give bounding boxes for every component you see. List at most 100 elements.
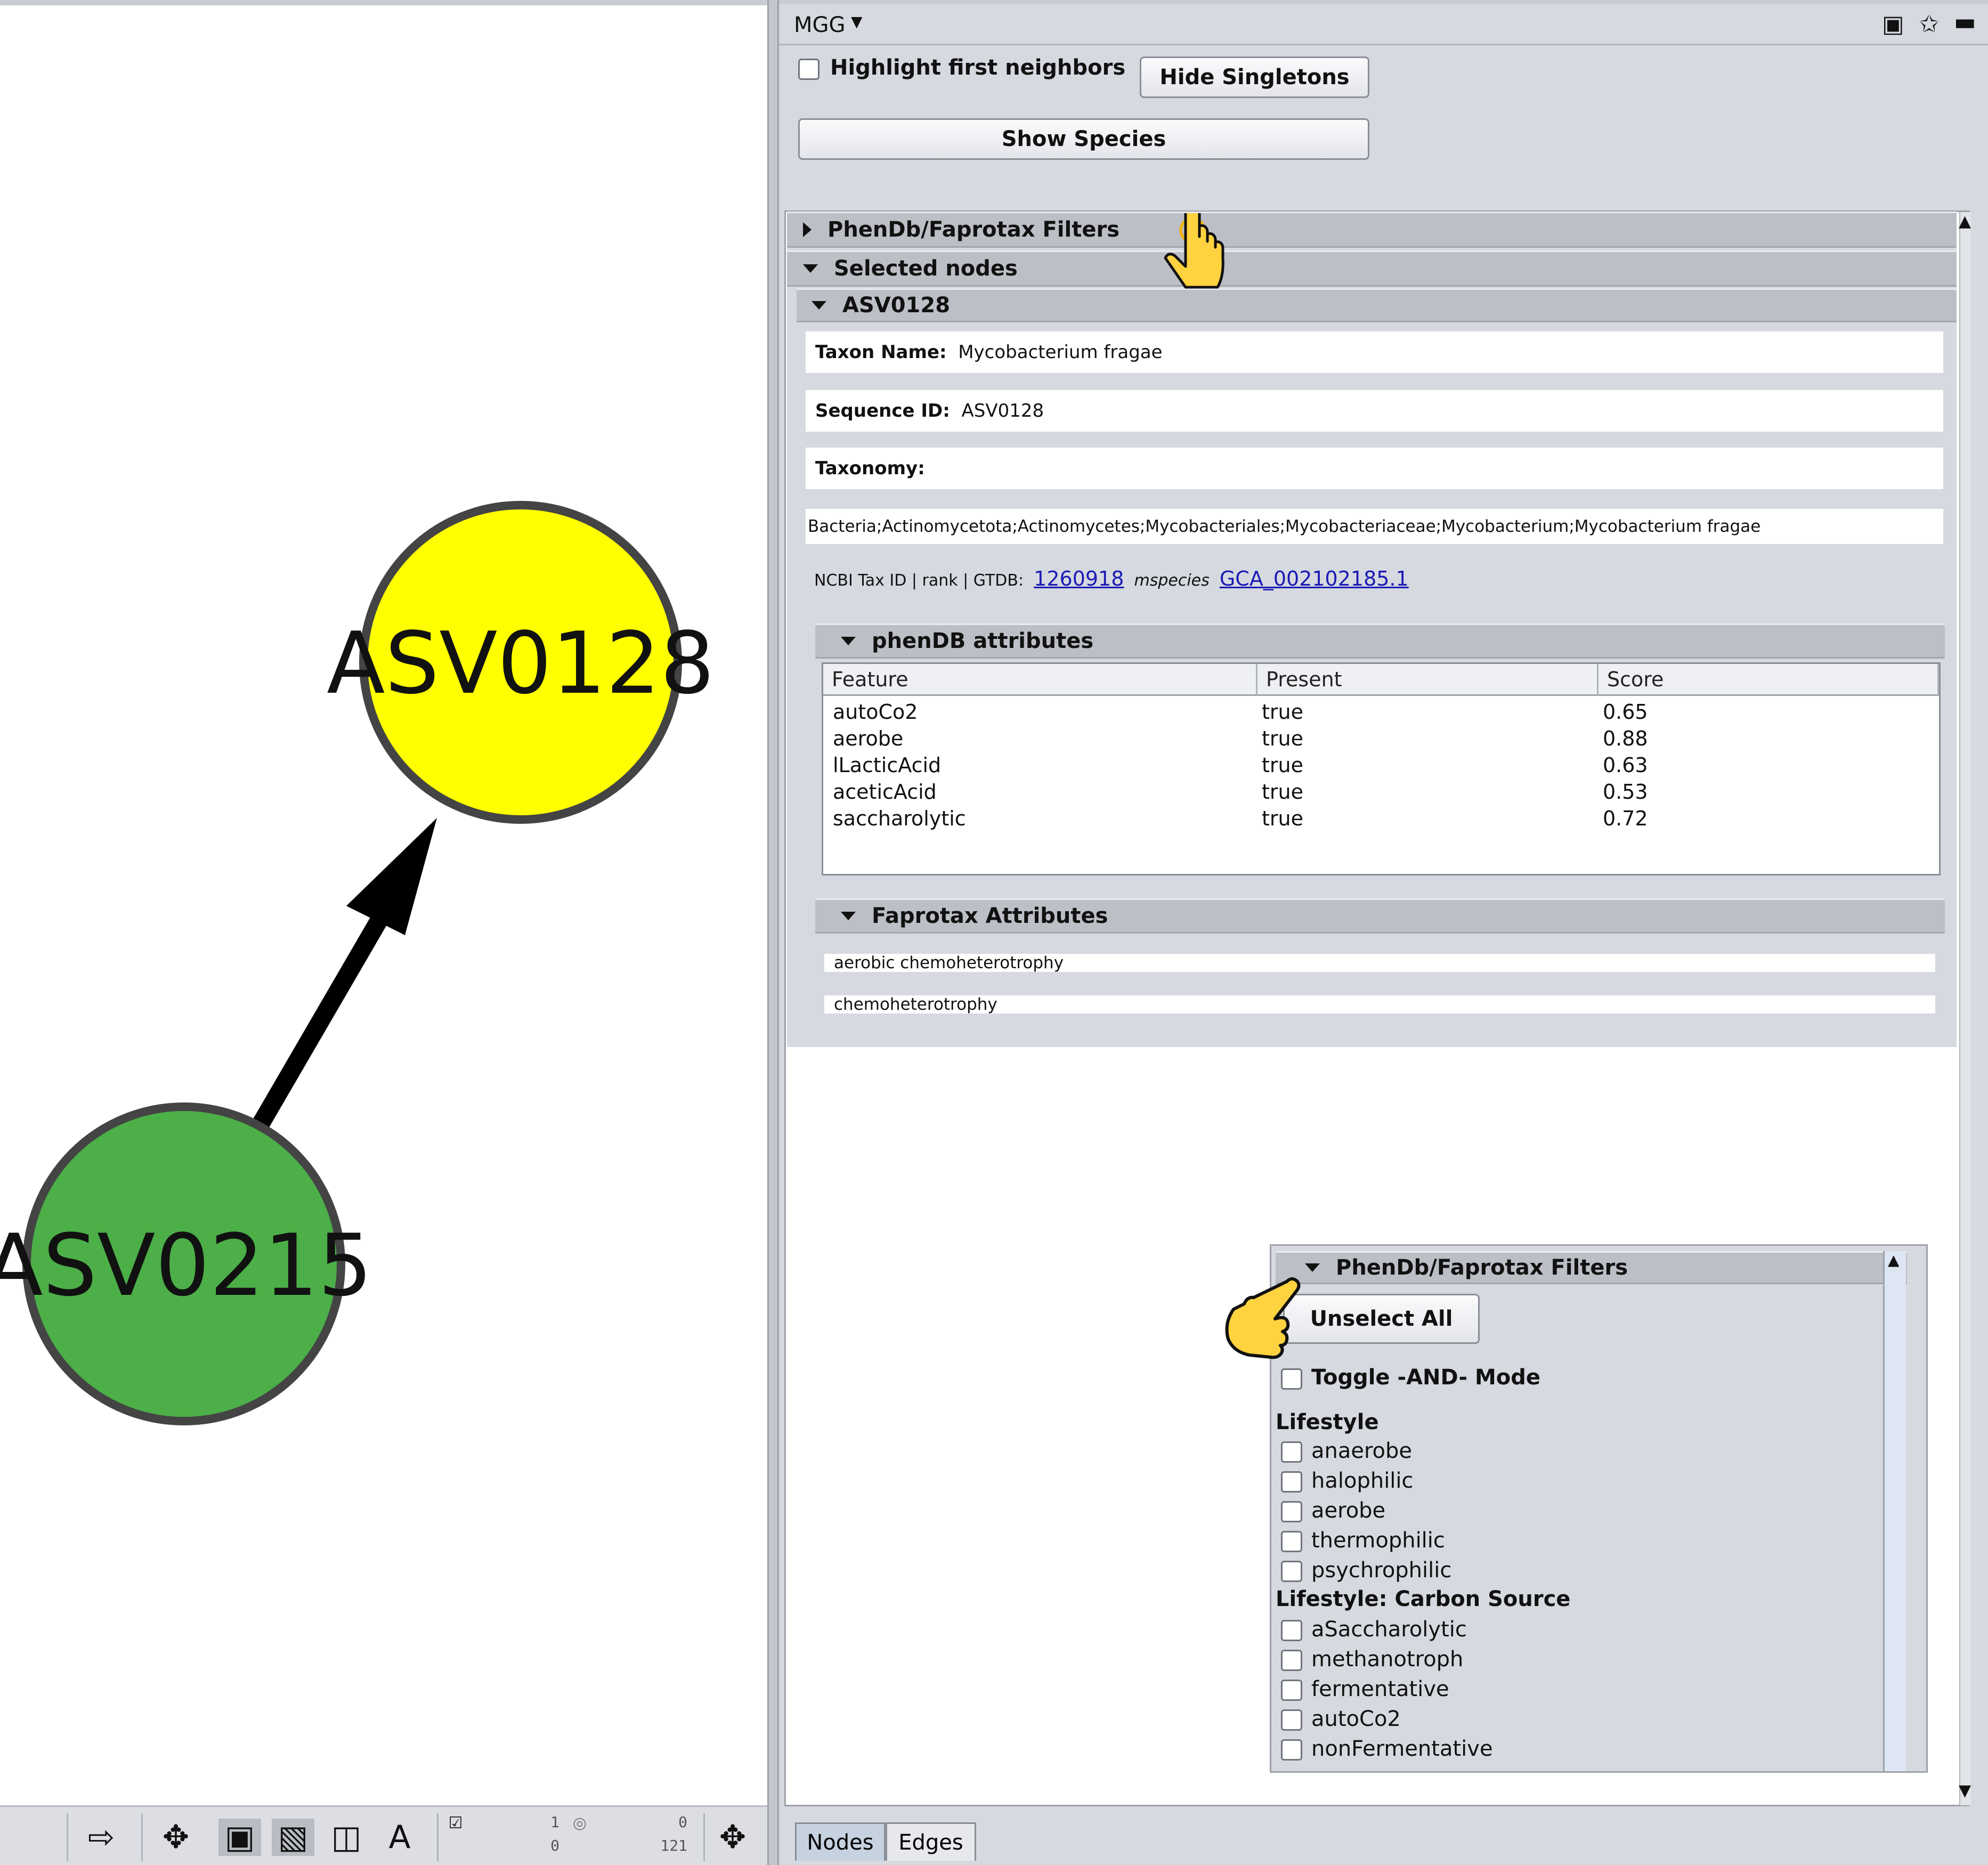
faprotax-header[interactable]: Faprotax Attributes: [815, 898, 1945, 934]
navigate-icon[interactable]: ✥: [719, 1819, 746, 1856]
phendb-header[interactable]: phenDB attributes: [815, 623, 1945, 659]
sequence-id-field: Sequence ID: ASV0128: [806, 390, 1943, 432]
node-label-asv0215: ASV0215: [0, 1215, 372, 1315]
fit-network-icon[interactable]: ✥: [162, 1819, 190, 1856]
unselect-all-button[interactable]: Unselect All: [1283, 1294, 1480, 1344]
filter-label: halophilic: [1311, 1469, 1414, 1493]
text-annotation-icon[interactable]: A: [388, 1819, 411, 1856]
tab-nodes[interactable]: Nodes: [795, 1822, 886, 1861]
node-asv0128[interactable]: ASV0128: [327, 501, 715, 824]
chevron-down-icon[interactable]: ▼: [851, 13, 863, 30]
panel-title[interactable]: MGG: [794, 13, 846, 37]
vertical-scrollbar[interactable]: ▲ ▼: [1959, 212, 1971, 1805]
minimize-icon[interactable]: ▬: [1954, 9, 1976, 36]
filter-checkbox-aerobe[interactable]: [1281, 1501, 1302, 1522]
toggle-and-mode-checkbox[interactable]: [1281, 1368, 1302, 1390]
network-canvas[interactable]: ASV0128 ASV0215: [0, 0, 767, 1805]
phendb-table[interactable]: Feature Present Score autoCo2 true 0.65 …: [822, 662, 1941, 875]
node-asv0128-header[interactable]: ASV0128: [797, 288, 1957, 322]
feature-cell: autoCo2: [833, 700, 918, 724]
popup-filters-header[interactable]: PhenDb/Faprotax Filters: [1276, 1251, 1907, 1284]
select-nodes-icon[interactable]: ▣: [218, 1819, 261, 1856]
filter-label: nonFermentative: [1311, 1737, 1493, 1761]
score-cell: 0.65: [1603, 700, 1648, 724]
split-pane-divider[interactable]: [767, 0, 779, 1865]
show-species-button[interactable]: Show Species: [798, 118, 1369, 160]
present-cell: true: [1262, 727, 1303, 750]
filter-checkbox-autoco2[interactable]: [1281, 1709, 1302, 1731]
highlight-neighbors-checkbox[interactable]: [798, 59, 819, 80]
toggle-and-mode-label: Toggle -AND- Mode: [1311, 1365, 1541, 1390]
scroll-down-icon[interactable]: ▼: [1959, 1781, 1971, 1800]
expand-down-icon: [812, 301, 826, 310]
hand-cursor-icon: [1164, 213, 1224, 289]
selected-nodes-header[interactable]: Selected nodes: [787, 250, 1957, 287]
table-row[interactable]: saccharolytic true 0.72: [823, 807, 1939, 833]
edge-asv0215-asv0128[interactable]: [248, 818, 437, 1137]
select-annotations-icon[interactable]: ◫: [331, 1819, 362, 1856]
present-cell: true: [1262, 700, 1303, 724]
expand-down-icon: [803, 264, 818, 273]
filter-label: psychrophilic: [1311, 1558, 1452, 1583]
expand-right-icon: [803, 222, 812, 237]
filter-checkbox-fermentative[interactable]: [1281, 1680, 1302, 1701]
feature-cell: lLacticAcid: [833, 753, 942, 777]
expand-down-icon: [841, 637, 856, 645]
present-cell: true: [1262, 753, 1303, 777]
feature-cell: aceticAcid: [833, 780, 937, 804]
count-hidden-nodes: 0: [550, 1837, 559, 1854]
table-row[interactable]: aceticAcid true 0.53: [823, 780, 1939, 807]
count-selected-nodes: 1: [550, 1813, 559, 1831]
sequence-id-value: ASV0128: [961, 400, 1044, 421]
filter-checkbox-anaerobe[interactable]: [1281, 1441, 1302, 1463]
network-toolbar: ⇨ ✥ ▣ ▧ ◫ A ☑ 1 0 ◎ 0 121 ✥: [0, 1805, 767, 1865]
filter-label: thermophilic: [1311, 1528, 1445, 1553]
filter-checkbox-psychrophilic[interactable]: [1281, 1561, 1302, 1582]
hide-singletons-button[interactable]: Hide Singletons: [1140, 56, 1369, 98]
filter-checkbox-methanotroph[interactable]: [1281, 1650, 1302, 1671]
scroll-up-icon[interactable]: ▲: [1959, 212, 1971, 231]
gtdb-link[interactable]: GCA_002102185.1: [1219, 567, 1409, 590]
table-row[interactable]: autoCo2 true 0.65: [823, 700, 1939, 727]
mgg-panel: MGG ▼ ▣ ✩ ▬ Highlight first neighbors Hi…: [779, 0, 1988, 1865]
node-label-asv0128: ASV0128: [327, 613, 715, 713]
panel-title-bar: MGG ▼ ▣ ✩ ▬: [779, 0, 1988, 45]
score-cell: 0.63: [1603, 753, 1648, 777]
column-header-feature[interactable]: Feature: [823, 664, 1257, 696]
filter-checkbox-halophilic[interactable]: [1281, 1471, 1302, 1493]
ncbi-rank: mspecies: [1134, 571, 1210, 590]
filter-checkbox-nonfermentative[interactable]: [1281, 1739, 1302, 1761]
filter-label: methanotroph: [1311, 1647, 1464, 1672]
pointing-hand-icon: [1225, 1277, 1301, 1359]
export-icon[interactable]: ⇨: [87, 1819, 115, 1856]
tab-edges[interactable]: Edges: [886, 1822, 976, 1861]
node-asv0215[interactable]: ASV0215: [0, 1102, 372, 1425]
filter-checkbox-thermophilic[interactable]: [1281, 1531, 1302, 1552]
taxonomy-label-field: Taxonomy:: [806, 448, 1943, 489]
count-total-edges: 121: [660, 1837, 687, 1854]
popup-scrollbar[interactable]: ▲: [1883, 1251, 1906, 1771]
score-cell: 0.53: [1603, 780, 1648, 804]
select-edges-icon[interactable]: ▧: [272, 1819, 314, 1856]
filters-header[interactable]: PhenDb/Faprotax Filters: [787, 212, 1957, 248]
filter-label: fermentative: [1311, 1677, 1449, 1701]
score-cell: 0.72: [1603, 807, 1648, 830]
pin-icon[interactable]: ✩: [1919, 11, 1939, 38]
expand-down-icon: [1305, 1263, 1320, 1272]
checkbox-icon[interactable]: ☑: [448, 1813, 463, 1832]
taxonomy-value: Bacteria;Actinomycetota;Actinomycetes;My…: [806, 509, 1943, 544]
table-row[interactable]: aerobe true 0.88: [823, 727, 1939, 753]
count-selected-edges: 0: [678, 1813, 687, 1831]
column-header-score[interactable]: Score: [1598, 664, 1939, 696]
taxon-name-field: Taxon Name: Mycobacterium fragae: [806, 331, 1943, 373]
present-cell: true: [1262, 807, 1303, 830]
filter-label: aSaccharolytic: [1311, 1617, 1467, 1642]
faprotax-item: chemoheterotrophy: [824, 995, 1935, 1013]
table-row[interactable]: lLacticAcid true 0.63: [823, 753, 1939, 780]
maximize-icon[interactable]: ▣: [1882, 11, 1904, 38]
carbon-source-heading: Lifestyle: Carbon Source: [1276, 1587, 1571, 1611]
ncbi-tax-id-link[interactable]: 1260918: [1034, 567, 1124, 590]
scroll-up-icon[interactable]: ▲: [1888, 1251, 1900, 1269]
column-header-present[interactable]: Present: [1257, 664, 1598, 696]
filter-checkbox-asaccharolytic[interactable]: [1281, 1620, 1302, 1641]
